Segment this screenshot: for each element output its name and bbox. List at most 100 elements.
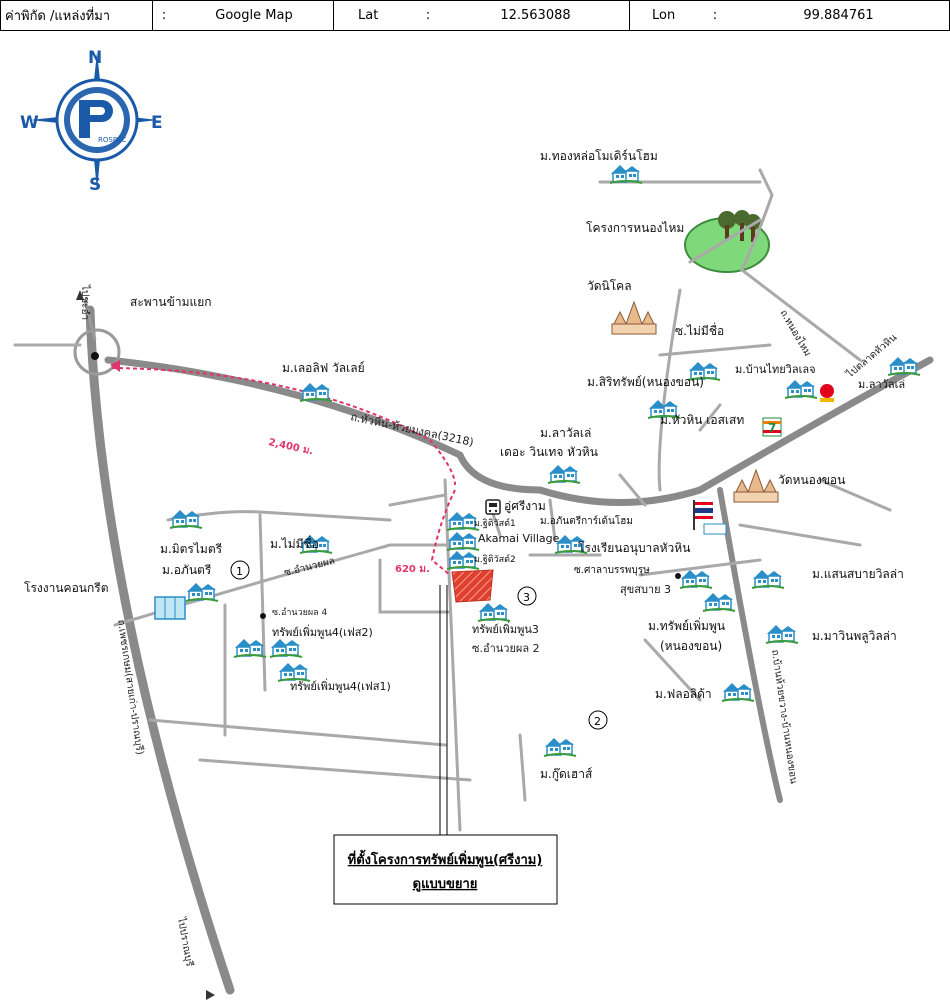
label-u-sriram: อู่ศรีงาม — [504, 499, 546, 514]
label-subphet-nk2: (หนองขอน) — [660, 639, 722, 653]
arrow-to-chaam — [76, 290, 84, 300]
label-ban-thai: ม.บ้านไทยวิลเลจ — [735, 363, 816, 376]
label-cw1: ม.ฐิติวัสต์1 — [474, 517, 516, 529]
map-header: ค่าพิกัด /แหล่งที่มา : Google Map Lat : … — [0, 0, 950, 31]
south-letter: S — [89, 175, 101, 195]
label-soi-amnuayphon: ซ.อำนวยผล — [283, 556, 336, 579]
factory-icon — [154, 596, 186, 620]
label-phet4-phase1: ทรัพย์เพิ่มพูน4(เฟส1) — [290, 678, 391, 693]
lat-label: Lat — [358, 8, 379, 23]
house-icon — [269, 638, 303, 658]
label-subphet-nk: ม.ทรัพย์เพิ่มพูน — [648, 617, 725, 634]
label-bridge: สะพานข้ามแยก — [130, 295, 212, 309]
label-wat-nikhon: วัดนิโคล — [587, 279, 632, 293]
label-vintage: เดอะ วินเทจ หัวหิน — [500, 445, 598, 459]
label-thonglor: ม.ทองหล่อโมเดิร์นโฮม — [540, 149, 658, 163]
house-icon — [765, 624, 799, 644]
house-icon — [277, 662, 311, 682]
svg-text:3: 3 — [523, 591, 530, 604]
label-lavalle-east: ม.ลาวัลเล่ — [858, 378, 905, 391]
interchange — [73, 299, 121, 376]
label-concrete-factory: โรงงานคอนกรีต — [24, 581, 109, 595]
house-icon — [169, 509, 203, 529]
project-site — [451, 569, 494, 603]
bridge-dot — [91, 352, 99, 360]
main-road-3218 — [104, 356, 934, 506]
label-to-pranburi: ไปปราณบุรี — [175, 915, 196, 968]
label-mitmaitri: ม.มิตรไมตรี — [160, 542, 223, 556]
label-florida: ม.ฟลอลิด้า — [655, 687, 712, 701]
callout-title: ที่ตั้งโครงการทรัพย์เพิ่มพูน(ศรีงาม) — [348, 849, 543, 868]
label-akamai: Akamai Village — [478, 532, 560, 545]
brand-text: ROSPEC — [98, 136, 126, 144]
label-phet4-phase2: ทรัพย์เพิ่มพูน4(เฟส2) — [272, 624, 373, 639]
label-cw2: ม.ฐิติวัสต์2 — [474, 553, 516, 565]
separator: : — [425, 8, 431, 23]
house-icon — [751, 569, 785, 589]
lon-label: Lon — [652, 8, 676, 23]
house-icon — [477, 602, 511, 622]
house-icon — [547, 464, 581, 484]
label-main-road: ถ.หัวหิน-ห้วยมงคล(3218) — [349, 410, 474, 449]
label-aphantri: ม.อภันตรี — [162, 563, 212, 577]
label-soi-amnuayphon2: ซ.อำนวยผล 2 — [472, 642, 540, 655]
location-map: ROSPEC N S E W — [13, 48, 934, 1000]
lat-value: 12.563088 — [442, 1, 630, 30]
east-letter: E — [151, 113, 163, 133]
lon-value: 99.884761 — [803, 8, 874, 23]
bus-depot-icon — [485, 499, 501, 515]
gas-station-icon — [820, 384, 834, 402]
label-nong-mai-project: โครงการหนองไหม — [586, 221, 684, 235]
west-letter: W — [20, 113, 39, 133]
label-sirisap: ม.สิริทรัพย์(หนองขอน) — [587, 375, 704, 389]
house-icon — [609, 164, 643, 184]
house-icon — [185, 582, 219, 602]
house-icon — [721, 682, 755, 702]
separator: : — [161, 8, 167, 23]
house-icon — [543, 737, 577, 757]
north-letter: N — [88, 48, 102, 68]
prospec-logo: ROSPEC — [79, 100, 126, 144]
huai-khwang-road — [717, 487, 783, 803]
callout-subtitle: ดูแบบขยาย — [413, 877, 478, 892]
soi-dot — [675, 573, 681, 579]
separator: : — [712, 8, 718, 23]
label-suksabai: สุขสบาย 3 — [620, 583, 671, 596]
house-icon — [446, 531, 480, 551]
house-icon — [702, 592, 736, 612]
svg-text:1: 1 — [236, 565, 243, 578]
label-lifestyle-valley: ม.เลอลิฟ วัลเลย์ — [282, 361, 365, 375]
label-saensabai: ม.แสนสบายวิลล่า — [812, 567, 904, 581]
house-icon — [887, 356, 921, 376]
label-soi-no-name: ซ.ไม่มีชื่อ — [675, 322, 724, 338]
wat-nikhon-icon — [611, 300, 657, 335]
label-lavalle: ม.ลาวัลเล่ — [540, 426, 591, 440]
label-school: โรงเรียนอนุบาลหัวหิน — [578, 541, 690, 556]
site-callout: ที่ตั้งโครงการทรัพย์เพิ่มพูน(ศรีงาม) ดูแ… — [333, 834, 558, 905]
marker-3: 3 — [517, 586, 537, 606]
location-source-label: ค่าพิกัด /แหล่งที่มา — [1, 1, 153, 30]
house-icon — [784, 379, 818, 399]
distance-2400: 2,400 ม. — [267, 437, 314, 457]
marker-1: 1 — [230, 560, 250, 580]
label-goodhouse: ม.กู๊ดเฮาส์ — [540, 767, 593, 782]
house-icons — [169, 164, 921, 757]
convenience-store-icon: 7 — [762, 417, 782, 437]
wat-nong-khon-icon — [733, 468, 779, 503]
soi-dot — [260, 613, 266, 619]
house-icon — [299, 382, 333, 402]
label-marwin: ม.มาวินพลูวิลล่า — [812, 629, 897, 644]
label-aphantri-garden: ม.อภันตรีการ์เด้นโฮม — [540, 514, 633, 527]
source-value: Google Map — [175, 1, 334, 30]
label-soi-amnuayphon4: ซ.อำนวยผล 4 — [272, 607, 328, 618]
house-icon — [233, 638, 267, 658]
route-arrow — [110, 360, 120, 372]
marker-2: 2 — [588, 710, 608, 730]
arrow-to-pranburi — [206, 990, 215, 1000]
label-sala-soi: ซ.ศาลาบรรพบุรุษ — [574, 565, 650, 576]
school-icon — [693, 500, 727, 535]
trees — [718, 210, 761, 242]
distance-620: 620 ม. — [395, 564, 430, 575]
label-huahin-estate: ม.หัวหิน เอสเสท — [660, 413, 744, 427]
label-to-chaam: ไปชะอำ — [79, 284, 91, 320]
